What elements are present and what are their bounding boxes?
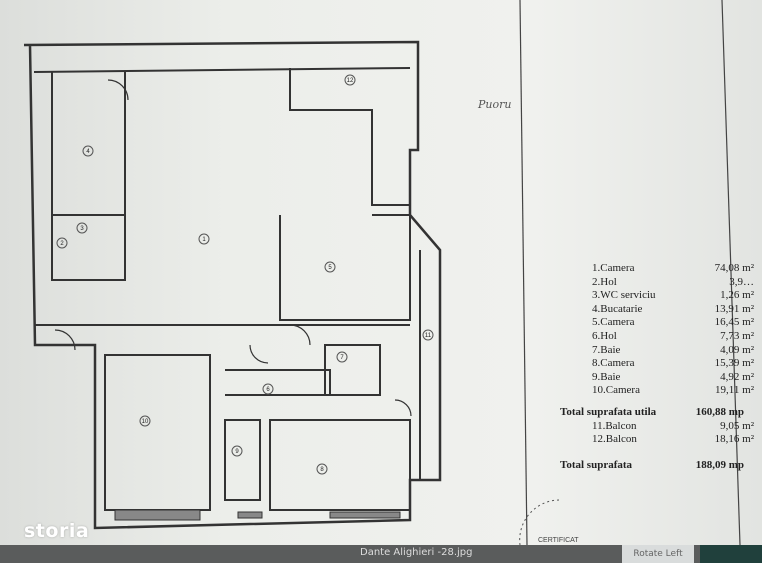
room-number: 5: [328, 265, 332, 271]
viewer-taskbar: Dante Alighieri -28.jpg Rotate Left: [0, 545, 762, 563]
room-number: 1: [202, 237, 206, 243]
total-label: Total suprafata: [560, 458, 633, 471]
stamp-arc: [519, 499, 561, 546]
door-arc: [394, 399, 412, 417]
wall-room5: [279, 214, 411, 321]
wall-bath7: [324, 344, 381, 396]
total-row: Total suprafata 188,09 mp: [560, 459, 760, 473]
room-area: 4,92 m²: [720, 370, 754, 383]
legend-row: 10.Camera 19,11 m²: [560, 384, 760, 398]
room-area: 74,08 m²: [714, 262, 754, 274]
useful-total-row: Total suprafata utila 160,88 mp: [560, 406, 760, 420]
window: [237, 511, 263, 519]
room-name: 3.WC serviciu: [592, 289, 656, 302]
room-number: 7: [340, 355, 344, 361]
window: [114, 509, 201, 521]
room-area: 16,45 m²: [714, 316, 754, 329]
door-arc: [289, 324, 311, 346]
legend-row: 8.Camera 15,39 m²: [560, 357, 760, 371]
room-name: 11.Balcon: [592, 419, 637, 432]
room-markers: [56, 74, 434, 475]
room-number: 3: [80, 226, 84, 232]
room-area: 15,39 m²: [714, 357, 754, 370]
total-value: 160,88 mp: [695, 405, 744, 418]
legend-row: 12.Balcon 18,16 m²: [560, 433, 760, 447]
room-name: 6.Hol: [592, 329, 617, 342]
legend-row: 7.Baie 4,09 m²: [560, 344, 760, 358]
room-area: 7,73 m²: [720, 329, 754, 342]
room-name: 7.Baie: [592, 343, 621, 356]
room-name: 4.Bucatarie: [592, 302, 643, 315]
stamp-text: CERTIFICAT: [538, 537, 579, 544]
legend-row: 1.Camera 74,08 m²: [560, 262, 760, 276]
room-area: 3,9…: [729, 275, 754, 288]
area-legend: 1.Camera 74,08 m² 2.Hol 3,9… 3.WC serviciu…: [560, 262, 760, 472]
room-area: 19,11 m²: [715, 384, 754, 397]
wall-room10: [104, 354, 211, 511]
room-number: 4: [86, 149, 90, 155]
wall: [33, 67, 411, 73]
room-number: 9: [235, 449, 239, 455]
total-value: 188,09 mp: [695, 458, 744, 471]
room-number: 11: [425, 333, 432, 339]
wall-kitchen: [51, 72, 126, 216]
window: [329, 511, 401, 519]
room-number: 12: [347, 78, 354, 84]
storia-logo: storia: [24, 520, 90, 542]
room-area: 9,05 m²: [720, 419, 754, 432]
total-label: Total suprafata utila: [560, 405, 657, 418]
room-number: 10: [142, 419, 149, 425]
room-number: 6: [266, 387, 270, 393]
door-arc: [107, 79, 129, 101]
room-number: 8: [320, 467, 324, 473]
room-name: 2.Hol: [592, 275, 617, 288]
rotate-left-button[interactable]: Rotate Left: [622, 545, 694, 563]
wall-hall: [225, 369, 331, 396]
door-arc: [54, 329, 76, 351]
legend-row: 11.Balcon 9,05 m²: [560, 420, 760, 434]
room-area: 4,09 m²: [720, 343, 754, 356]
file-name: Dante Alighieri -28.jpg: [360, 547, 473, 558]
legend-row: 9.Baie 4,92 m²: [560, 371, 760, 385]
outer-wall: [23, 40, 442, 530]
page-border-line: [519, 0, 528, 546]
page-border-line: [721, 0, 741, 546]
legend-row: 2.Hol 3,9…: [560, 276, 760, 290]
room-name: 5.Camera: [592, 316, 635, 329]
room-area: 13,91 m²: [714, 302, 754, 315]
wall-wc: [51, 215, 126, 281]
wall-bath9: [224, 419, 261, 501]
legend-row: 5.Camera 16,45 m²: [560, 316, 760, 330]
room-area: 18,16 m²: [714, 433, 754, 446]
taskbar-panel: [700, 545, 762, 563]
room-number: 2: [60, 241, 64, 247]
legend-row: 4.Bucatarie 13,91 m²: [560, 303, 760, 317]
room-name: 12.Balcon: [592, 433, 637, 446]
room-name: 1.Camera: [592, 262, 635, 274]
handwritten-note: Puoru: [478, 98, 512, 111]
wall: [289, 68, 410, 206]
floor-plan-photo: [0, 0, 762, 545]
room-name: 8.Camera: [592, 357, 635, 370]
room-name: 9.Baie: [592, 370, 621, 383]
legend-row: 3.WC serviciu 1,26 m²: [560, 289, 760, 303]
wall-room8: [269, 419, 411, 511]
door-arc: [249, 344, 269, 364]
room-name: 10.Camera: [592, 384, 640, 397]
legend-row: 6.Hol 7,73 m²: [560, 330, 760, 344]
room-area: 1,26 m²: [720, 289, 754, 302]
